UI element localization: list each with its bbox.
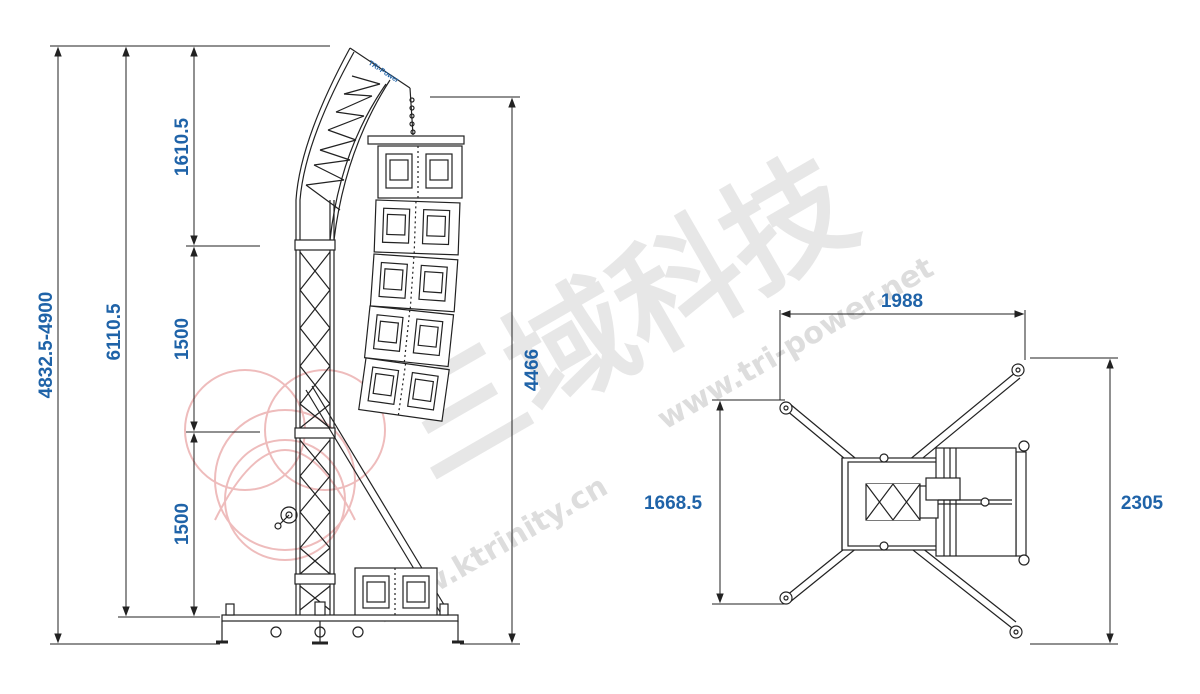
dim-left-depth: 1668.5: [644, 493, 703, 514]
dim-top-section: 1610.5: [172, 118, 193, 177]
dim-tower-height: 6110.5: [104, 303, 125, 360]
speaker-3: [369, 253, 459, 313]
top-truss: [865, 477, 1012, 521]
base-frame: [216, 601, 464, 645]
dim-top-width: 1988: [881, 291, 923, 312]
speaker-5: [358, 357, 450, 422]
chain: [409, 87, 416, 136]
dimension-arrows: [54, 46, 516, 644]
winch-icon: [274, 506, 298, 530]
speaker-4: [363, 305, 455, 368]
top-speaker: [935, 447, 1017, 557]
base-speaker: [354, 567, 438, 617]
leg-foot-icons: [779, 363, 1025, 639]
side-view: TRI-Power: [36, 45, 543, 645]
top-dimension-lines: [712, 310, 1118, 645]
dimension-lines: [50, 45, 520, 645]
tower-truss: [294, 200, 336, 615]
dim-right-depth: 2305: [1121, 493, 1164, 514]
speaker-1: [377, 145, 463, 199]
dim-middle-section: 1500: [172, 318, 193, 360]
logo-watermark-icon: [184, 369, 386, 561]
dim-overall-height: 4832.5-4900: [36, 292, 57, 399]
dim-array-height: 4466: [522, 349, 543, 391]
line-array: [358, 145, 463, 422]
flybar: [367, 135, 465, 145]
top-view: 1988 1668.5 2305: [644, 291, 1164, 645]
speaker-2: [373, 199, 461, 256]
brand-label: TRI-Power: [367, 60, 400, 85]
dim-bottom-section: 1500: [172, 503, 193, 545]
